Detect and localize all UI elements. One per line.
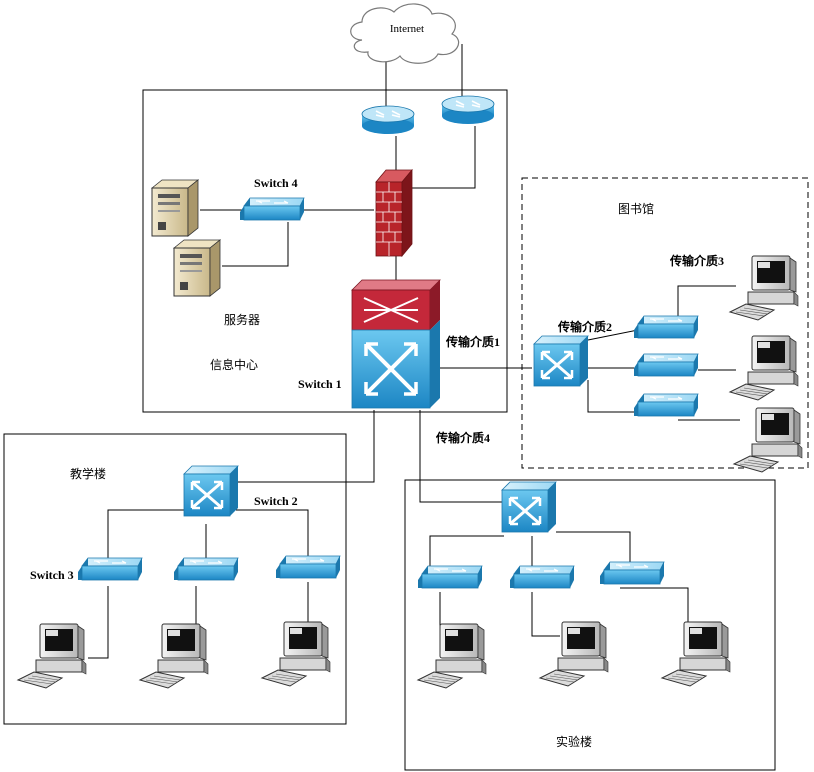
info-center-label: 信息中心 (210, 357, 258, 372)
firewall-icon (375, 168, 413, 258)
router-icon (441, 95, 495, 125)
computer-icon (661, 621, 731, 687)
router-icon (361, 105, 415, 135)
teaching-switch-icon (275, 555, 341, 579)
lab-switch-icon (509, 565, 575, 589)
medium4-label: 传输介质4 (435, 430, 490, 445)
switch4-label: Switch 4 (254, 176, 298, 190)
computer-icon (729, 255, 799, 321)
lab-switch-icon (417, 565, 483, 589)
internet-label: Internet (390, 23, 424, 35)
computer-icon (139, 623, 209, 689)
library-core-switch-icon (532, 334, 590, 388)
computer-icon (729, 335, 799, 401)
lab-building-label: 实验楼 (556, 734, 592, 749)
teaching-switch-icon (173, 557, 239, 581)
info-center-border (142, 89, 508, 413)
medium1-label: 传输介质1 (445, 334, 500, 349)
lab-core-switch-icon (500, 480, 558, 534)
servers-label: 服务器 (224, 312, 260, 327)
switch3-label: Switch 3 (30, 568, 74, 582)
switch3-icon (77, 557, 143, 581)
lab-switch-icon (599, 561, 665, 585)
switch2-icon (182, 464, 240, 518)
medium3-label: 传输介质3 (669, 253, 724, 268)
library-label: 图书馆 (618, 201, 654, 216)
switch1-label: Switch 1 (298, 377, 342, 391)
library-border (521, 177, 809, 469)
teaching-building-label: 教学楼 (70, 466, 106, 481)
switch2-label: Switch 2 (254, 494, 298, 508)
internet-cloud: Internet (350, 3, 460, 64)
server-icon (173, 239, 221, 297)
lab-building-border (404, 479, 776, 771)
library-switch-icon (633, 315, 699, 339)
teaching-building-border (3, 433, 347, 725)
library-switch-icon (633, 393, 699, 417)
computer-icon (417, 623, 487, 689)
computer-icon (17, 623, 87, 689)
medium2-label: 传输介质2 (557, 319, 612, 334)
library-switch-icon (633, 353, 699, 377)
server-icon (151, 179, 199, 237)
computer-icon (733, 407, 803, 473)
computer-icon (539, 621, 609, 687)
core-switch-icon (351, 279, 441, 409)
computer-icon (261, 621, 331, 687)
switch4-icon (239, 197, 305, 221)
connection-lines (88, 44, 740, 659)
